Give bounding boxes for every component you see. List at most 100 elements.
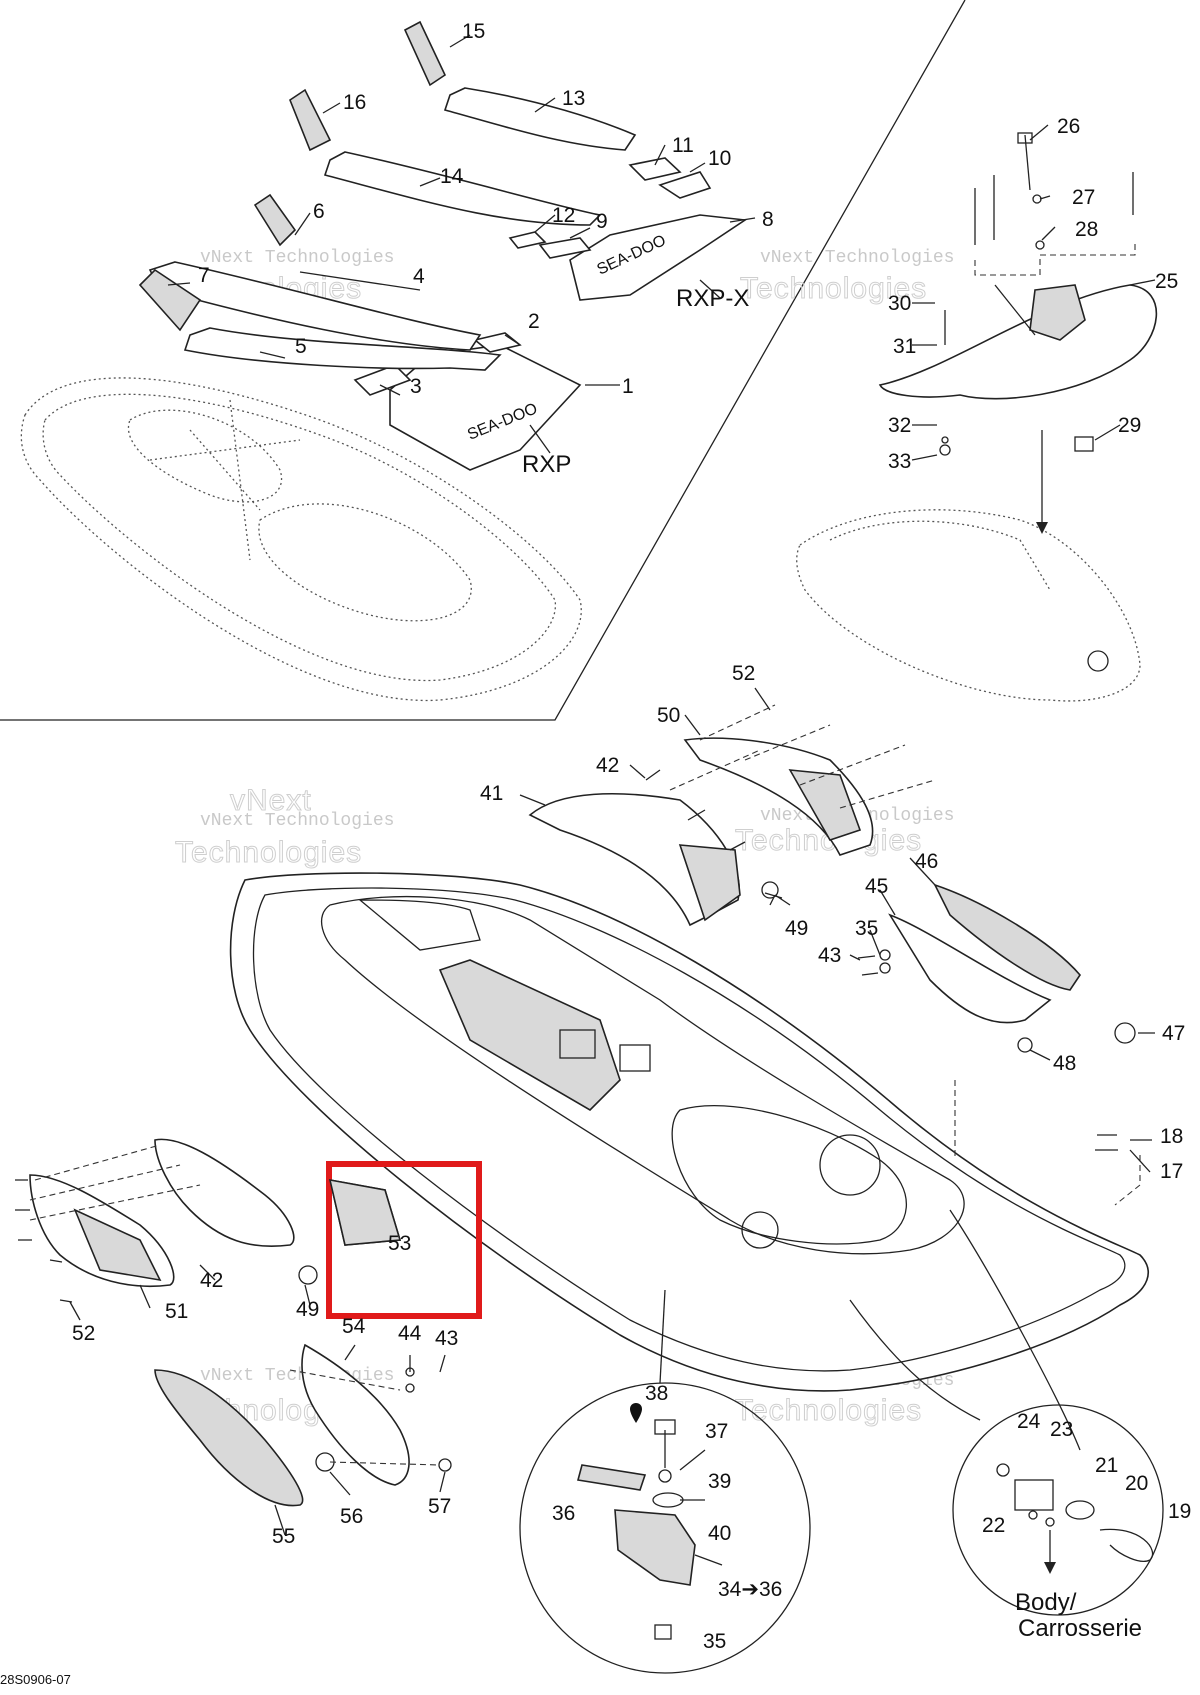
callout-56: 56 [340, 1505, 363, 1528]
washer-48 [1017, 1037, 1033, 1053]
hull-outline-top [20, 377, 582, 702]
callout-48: 48 [1053, 1052, 1076, 1075]
callout-16: 16 [343, 91, 366, 114]
callout-3: 3 [410, 375, 422, 398]
callout-35b: 35 [703, 1630, 726, 1653]
mat-5 [183, 327, 502, 371]
section-divider [0, 0, 966, 721]
callout-37: 37 [705, 1420, 728, 1443]
callout-38: 38 [645, 1382, 668, 1405]
callout-14: 14 [440, 165, 464, 188]
callout-30: 30 [888, 292, 911, 315]
callout-25: 25 [1155, 270, 1178, 293]
callout-54: 54 [342, 1315, 366, 1338]
panel-54 [301, 1343, 410, 1486]
detail-labels: 38 35 36 34➔36 Body/ Carrosserie RXP RXP… [0, 285, 1142, 1687]
callout-12: 12 [552, 204, 575, 227]
callout-35a: 35 [855, 917, 878, 940]
callout-15: 15 [462, 20, 485, 43]
callout-29: 29 [1118, 414, 1141, 437]
mat-16 [289, 88, 332, 152]
callout-36: 36 [552, 1502, 575, 1525]
callout-57: 57 [428, 1495, 451, 1518]
svg-text:Technologies: Technologies [740, 272, 927, 305]
drawing-code: 28S0906-07 [0, 1672, 71, 1687]
callout-1: 1 [622, 375, 634, 398]
mat-3 [353, 364, 412, 396]
svg-text:vNext Technologies: vNext Technologies [200, 248, 394, 268]
mat-9 [538, 237, 592, 259]
mats-rxpx: SEA-DOO [289, 20, 748, 301]
svg-text:vNext Technologies: vNext Technologies [200, 1366, 394, 1386]
main-hull [229, 872, 1149, 1451]
callout-45: 45 [865, 875, 888, 898]
callout-34-36: 34➔36 [718, 1578, 782, 1601]
leader-lines [69, 34, 1156, 1536]
callout-26: 26 [1057, 115, 1080, 138]
detail-body [952, 1404, 1164, 1616]
callout-42b: 42 [200, 1269, 223, 1292]
panels-bottom [154, 1343, 452, 1507]
mat-15 [403, 20, 447, 87]
callout-41: 41 [480, 782, 503, 805]
mat-13 [443, 87, 637, 151]
callout-42a: 42 [596, 754, 619, 777]
detail-ref-circle [819, 1134, 881, 1196]
panel-42 [154, 1138, 295, 1248]
trim-45 [888, 913, 1052, 1024]
callout-43a: 43 [818, 944, 841, 967]
callout-43b: 43 [435, 1327, 458, 1350]
body-label-en: Body/ [1015, 1589, 1077, 1616]
seat-assembly [796, 132, 1158, 702]
mat-8 [569, 214, 748, 301]
mat-14 [323, 151, 602, 226]
callout-22: 22 [982, 1514, 1005, 1537]
callout-4: 4 [413, 265, 425, 288]
svg-text:Technologies: Technologies [735, 1394, 922, 1427]
callout-39: 39 [708, 1470, 731, 1493]
drop-icon [630, 1403, 642, 1423]
callout-20: 20 [1125, 1472, 1148, 1495]
callout-28: 28 [1075, 218, 1098, 241]
callout-2: 2 [528, 310, 540, 333]
callout-52a: 52 [732, 662, 755, 685]
callout-6: 6 [313, 200, 325, 223]
callout-27: 27 [1072, 186, 1095, 209]
callout-19: 19 [1168, 1500, 1191, 1523]
model-label-rxp: RXP [522, 451, 571, 478]
callout-32: 32 [888, 414, 911, 437]
callout-49b: 49 [296, 1298, 319, 1321]
callout-49a: 49 [785, 917, 808, 940]
mat-4 [148, 261, 482, 351]
callout-40: 40 [708, 1522, 731, 1545]
callout-11: 11 [672, 134, 694, 157]
callout-52b: 52 [72, 1322, 95, 1345]
callout-33: 33 [888, 450, 911, 473]
part-53-bracket [328, 1178, 402, 1246]
screw-47 [1114, 1022, 1136, 1044]
mat-10 [658, 171, 712, 199]
callout-17: 17 [1160, 1160, 1183, 1183]
mat-7 [138, 268, 202, 332]
callout-5: 5 [295, 335, 307, 358]
callout-9: 9 [596, 210, 608, 233]
svg-text:vNext Technologies: vNext Technologies [760, 248, 954, 268]
callout-44: 44 [398, 1322, 422, 1345]
callout-31: 31 [893, 335, 916, 358]
highlight-box-53 [326, 1161, 482, 1319]
svg-text:Technologies: Technologies [175, 836, 362, 869]
panels-side-right [857, 883, 1141, 1206]
callout-18: 18 [1160, 1125, 1183, 1148]
callout-13: 13 [562, 87, 585, 110]
callout-51: 51 [165, 1300, 188, 1323]
seat-base-outline [796, 509, 1141, 702]
callout-numbers: 1 2 3 4 5 6 7 8 9 10 11 12 13 14 15 16 1… [72, 20, 1191, 1653]
nut-29 [1074, 436, 1094, 452]
callout-53: 53 [388, 1232, 411, 1255]
callout-21: 21 [1095, 1454, 1118, 1477]
seat-25 [878, 284, 1158, 400]
callout-23: 23 [1050, 1418, 1073, 1441]
callout-55: 55 [272, 1525, 295, 1548]
callout-24: 24 [1017, 1410, 1041, 1433]
